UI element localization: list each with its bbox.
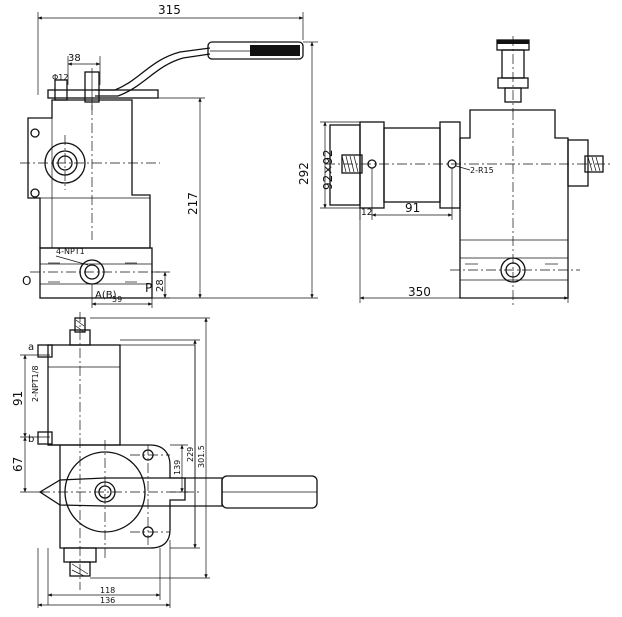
dim-59: 59: [112, 295, 122, 304]
dim-118: 118: [100, 586, 115, 595]
dim-phi12: Φ12: [52, 73, 68, 82]
dim-38: 38: [68, 53, 81, 64]
label-b: b: [28, 434, 34, 445]
dim-292: 292: [297, 162, 311, 185]
dim-315: 315: [158, 3, 181, 17]
dim-350: 350: [408, 285, 431, 299]
label-o: O: [22, 274, 31, 288]
label-p: P: [145, 281, 152, 295]
dim-139: 139: [173, 460, 182, 475]
dim-12: 12: [361, 208, 372, 218]
label-4npt1: 4-NPT1: [56, 247, 85, 256]
dim-136: 136: [100, 596, 115, 605]
label-a: a: [28, 342, 34, 353]
dim-229: 229: [186, 447, 195, 462]
dim-92x92: 92×92: [321, 149, 335, 190]
dim-91-side: 91: [405, 201, 420, 215]
dim-301-5: 301.5: [197, 445, 206, 468]
dim-217: 217: [186, 192, 200, 215]
label-2npt18: 2-NPT1/8: [31, 365, 40, 402]
dim-67: 67: [11, 457, 25, 472]
label-ab: A(B): [95, 290, 117, 301]
top-view: a b 91 2-NPT1/8 67 139 229 301.5 118 136: [11, 312, 318, 608]
dim-28: 28: [155, 279, 166, 292]
label-2r15: 2-R15: [470, 166, 494, 175]
dim-91-top: 91: [11, 391, 25, 406]
side-view: 2-R15 92×92 12 91 350: [320, 36, 610, 305]
front-view: 315 38 Φ12: [20, 3, 318, 308]
